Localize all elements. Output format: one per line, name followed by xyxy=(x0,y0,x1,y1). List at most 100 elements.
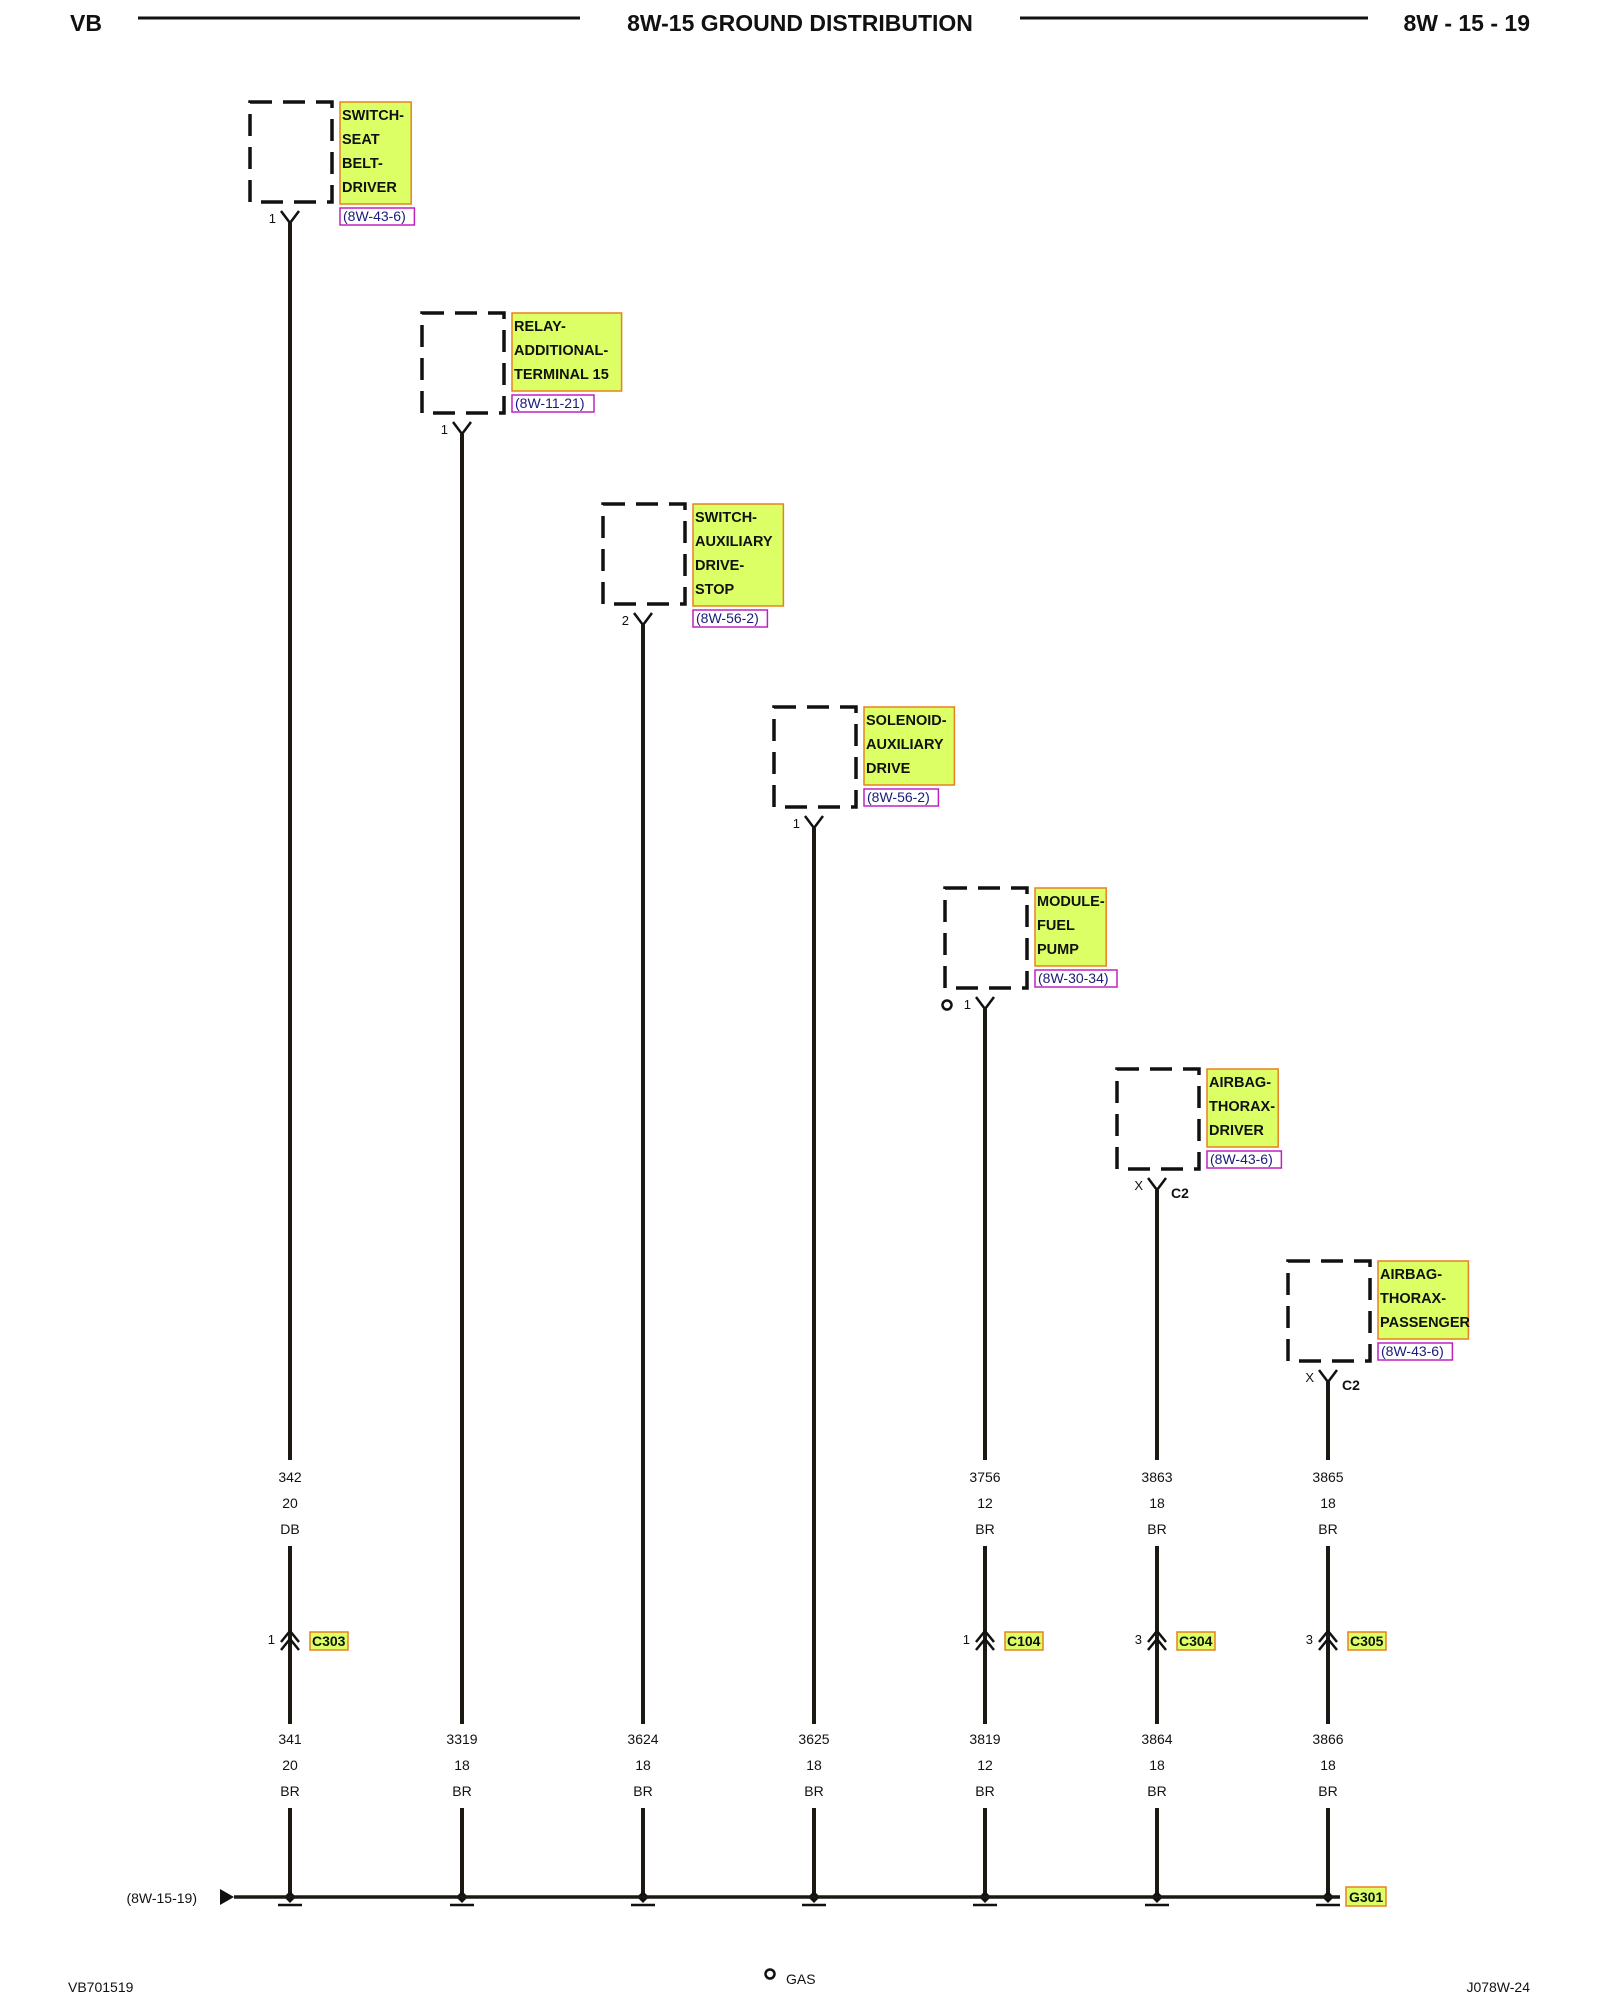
circuit-number: 3866 xyxy=(1312,1731,1343,1747)
circuit-number: 3624 xyxy=(627,1731,658,1747)
connector-label-box xyxy=(1347,1631,1387,1651)
component-name-line: DRIVE xyxy=(866,761,911,777)
circuit-number: 3864 xyxy=(1141,1731,1172,1747)
component-outline xyxy=(772,705,858,809)
component-outline xyxy=(943,886,1029,990)
gas-option-icon xyxy=(941,999,953,1011)
circuit-number: 3863 xyxy=(1141,1469,1172,1485)
cavity-label: C2 xyxy=(1342,1377,1360,1393)
component-name-line: ADDITIONAL- xyxy=(514,343,608,359)
circuit-column: RELAY-ADDITIONAL-TERMINAL 15(8W-11-21)13… xyxy=(420,311,623,1907)
connector-label-box xyxy=(309,1631,349,1651)
component-name-line: DRIVE- xyxy=(695,558,744,574)
page-ref-box xyxy=(1034,969,1118,988)
wire-color: BR xyxy=(633,1783,652,1799)
component-name-line: SWITCH- xyxy=(695,510,757,526)
page-ref: (8W-43-6) xyxy=(343,208,406,224)
wire-gauge: 18 xyxy=(635,1757,651,1773)
wire-color: BR xyxy=(1318,1783,1337,1799)
circuit-number: 342 xyxy=(278,1469,302,1485)
component-label-box xyxy=(1377,1260,1470,1340)
component-name-line: DRIVER xyxy=(1209,1123,1264,1139)
connector-symbol xyxy=(975,1629,995,1643)
circuit-columns: SWITCH-SEATBELT-DRIVER(8W-43-6)134220DB1… xyxy=(248,100,1471,1907)
page-ref-box xyxy=(692,609,769,628)
pin-symbol xyxy=(1147,1177,1167,1193)
ground-label-box xyxy=(1345,1886,1387,1907)
page-ref: (8W-43-6) xyxy=(1381,1343,1444,1359)
connector-name: C305 xyxy=(1350,1633,1384,1649)
component-outline xyxy=(601,502,687,606)
component-outline xyxy=(248,100,334,204)
page-ref-box xyxy=(339,207,416,226)
connector-name: C304 xyxy=(1179,1633,1213,1649)
pin-number: 2 xyxy=(622,613,629,628)
circuit-column: SWITCH-AUXILIARYDRIVE-STOP(8W-56-2)23624… xyxy=(601,502,785,1907)
connector-pin: 3 xyxy=(1135,1632,1142,1647)
connector-symbol xyxy=(975,1637,995,1651)
pin-number: 1 xyxy=(964,997,971,1012)
component-label-box xyxy=(339,101,412,205)
circuit-number: 3625 xyxy=(798,1731,829,1747)
component-name-line: AIRBAG- xyxy=(1380,1267,1442,1283)
circuit-column: SOLENOID-AUXILIARYDRIVE(8W-56-2)1362518B… xyxy=(772,705,956,1907)
page-footer: VB701519 GAS J078W-24 xyxy=(68,1968,1530,1995)
wire-color: BR xyxy=(975,1783,994,1799)
wire-gauge: 12 xyxy=(977,1495,993,1511)
pin-symbol xyxy=(280,210,300,226)
circuit-number: 3865 xyxy=(1312,1469,1343,1485)
ground-ref-arrow xyxy=(220,1889,234,1905)
page-ref: (8W-56-2) xyxy=(867,789,930,805)
connector-name: C104 xyxy=(1007,1633,1041,1649)
page-ref: (8W-43-6) xyxy=(1210,1151,1273,1167)
circuit-number: 3319 xyxy=(446,1731,477,1747)
component-name-line: PUMP xyxy=(1037,942,1079,958)
circuit-number: 341 xyxy=(278,1731,302,1747)
wire-color: BR xyxy=(280,1783,299,1799)
wire-color: BR xyxy=(1318,1521,1337,1537)
component-name-line: STOP xyxy=(695,582,735,598)
component-name-line: AIRBAG- xyxy=(1209,1075,1271,1091)
footer-legend: GAS xyxy=(786,1971,816,1987)
wire-color: BR xyxy=(804,1783,823,1799)
footer-right: J078W-24 xyxy=(1466,1979,1530,1995)
component-name-line: THORAX- xyxy=(1209,1099,1275,1115)
wire-gauge: 20 xyxy=(282,1757,298,1773)
circuit-column: AIRBAG- THORAX- PASSENGER (8W-43-6) X C2 3865 1… xyxy=(1286,1259,1471,1907)
component-name-line: THORAX- xyxy=(1380,1291,1446,1307)
page-title: 8W-15 GROUND DISTRIBUTION xyxy=(627,10,973,36)
component-label-box xyxy=(692,503,785,607)
wire-gauge: 18 xyxy=(1320,1495,1336,1511)
component-label-box xyxy=(1034,887,1107,967)
component-label-box xyxy=(863,706,956,786)
cavity-label: C2 xyxy=(1171,1185,1189,1201)
connector-label-box xyxy=(1176,1631,1216,1651)
connector-pin: 1 xyxy=(963,1632,970,1647)
pin-symbol xyxy=(452,421,472,437)
wire-color: BR xyxy=(1147,1783,1166,1799)
page-number: 8W - 15 - 19 xyxy=(1403,10,1530,36)
wire-gauge: 18 xyxy=(1149,1757,1165,1773)
page-ref: (8W-11-21) xyxy=(515,395,585,411)
pin-symbol xyxy=(804,815,824,831)
component-label-box xyxy=(1206,1068,1279,1148)
circuit-column: SWITCH-SEATBELT-DRIVER(8W-43-6)134220DB1… xyxy=(248,100,416,1907)
wire-color: BR xyxy=(1147,1521,1166,1537)
component-name-line: AUXILIARY xyxy=(866,737,944,753)
connector-symbol xyxy=(1147,1629,1167,1643)
connector-symbol xyxy=(1318,1637,1338,1651)
connector-pin: 3 xyxy=(1306,1632,1313,1647)
circuit-number: 3819 xyxy=(969,1731,1000,1747)
footer-left: VB701519 xyxy=(68,1979,134,1995)
pin-number: X xyxy=(1305,1370,1314,1385)
component-name-line: DRIVER xyxy=(342,180,397,196)
wire-color: BR xyxy=(975,1521,994,1537)
connector-name: C303 xyxy=(312,1633,346,1649)
component-name-line: SWITCH- xyxy=(342,108,404,124)
component-outline xyxy=(1286,1259,1372,1363)
wire-gauge: 12 xyxy=(977,1757,993,1773)
component-name-line: AUXILIARY xyxy=(695,534,773,550)
page-header: VB 8W-15 GROUND DISTRIBUTION 8W - 15 - 1… xyxy=(70,10,1530,36)
component-name-line: PASSENGER xyxy=(1380,1315,1471,1331)
